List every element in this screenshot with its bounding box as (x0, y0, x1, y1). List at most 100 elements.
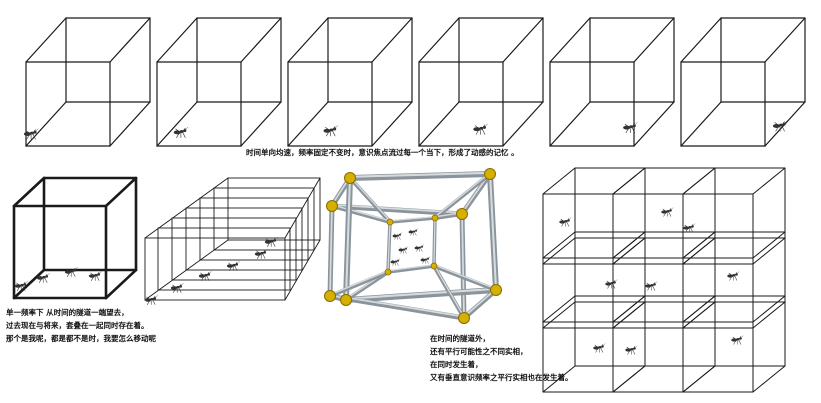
tesseract-joint (325, 291, 336, 302)
ant-figure (473, 124, 487, 135)
grid-cube-edge (543, 296, 575, 322)
bold-cube-edge (106, 178, 136, 206)
ant-body (645, 284, 651, 287)
grid-cube-edge (753, 366, 785, 392)
sequence-cube-edge (288, 18, 328, 62)
tesseract-joint (491, 285, 502, 296)
grid-cube-edge (683, 238, 715, 264)
ant-leg (601, 348, 603, 353)
sequence-cube-edge (419, 102, 459, 146)
ant-leg (237, 261, 239, 263)
ant-body (171, 286, 177, 290)
ant-leg (406, 246, 408, 248)
sequence-cube-edge (372, 18, 412, 62)
ant-body (625, 348, 631, 351)
ant-leg (185, 127, 188, 130)
ant-figure (421, 256, 431, 263)
tesseract-tube (388, 266, 434, 272)
tunnel-frame (172, 218, 296, 280)
ant-leg (741, 336, 743, 338)
ant-figure (399, 246, 409, 253)
tunnel-frame (145, 238, 285, 300)
ant-leg (36, 129, 39, 132)
ant-figure (324, 125, 338, 136)
tesseract (325, 169, 502, 324)
ant-figure (605, 280, 617, 289)
ant-leg (422, 244, 424, 246)
tesseract-joint (345, 173, 356, 184)
ant-figure (174, 127, 188, 138)
ant-leg (428, 256, 430, 258)
ant-leg (73, 272, 75, 277)
ant-body (727, 274, 733, 277)
ant-figure (171, 283, 184, 293)
ant-body (227, 264, 233, 268)
ant-body (174, 130, 181, 134)
ant-figure (255, 249, 268, 259)
sequence-cube-edge (372, 102, 412, 146)
ant-leg (181, 283, 183, 285)
ant-leg (263, 254, 265, 259)
ant-leg (415, 232, 417, 236)
ant-figure (727, 272, 739, 281)
grid-cube-edge (613, 296, 645, 322)
ant-leg (653, 286, 655, 291)
ant-figure (227, 261, 240, 271)
ant-body (391, 261, 396, 264)
ant-figure (623, 122, 637, 133)
ant-leg (603, 344, 605, 346)
ant-leg (25, 281, 27, 283)
ant-leg (400, 232, 402, 234)
ant-leg (671, 208, 673, 210)
ant-leg (635, 122, 638, 125)
caption-right: 在时间的隧道外， 还有平行可能性之不同实相， 在同时发生着， 又有垂直意识频率之… (430, 332, 573, 384)
ant-leg (485, 124, 488, 127)
ant-leg (569, 218, 571, 220)
ant-figure (199, 271, 212, 281)
sequence-cube-edge (110, 102, 150, 146)
cube-grid (543, 168, 785, 392)
grid-cube-edge (613, 238, 645, 264)
ant-body (661, 210, 667, 213)
ant-figure (661, 208, 673, 217)
sequence-cube-edge (288, 102, 328, 146)
ant-body (265, 240, 271, 244)
grid-cube-edge (753, 296, 785, 322)
ant-leg (482, 129, 485, 134)
cube-sequence (24, 18, 805, 146)
grid-cube-edge (683, 302, 715, 328)
ant-body (65, 270, 71, 274)
ant-body (605, 282, 611, 285)
ant-leg (399, 236, 401, 240)
ant-figure (731, 336, 743, 345)
ant-leg (99, 271, 101, 273)
sequence-cube-edge (634, 18, 674, 62)
ant-body (145, 298, 151, 302)
tunnel-frame (228, 178, 320, 240)
caption-left-line: 那个是我呢，都是都不是时，我要怎么移动呢 (6, 332, 156, 345)
bold-cube (14, 178, 136, 298)
ant-leg (397, 262, 399, 266)
sequence-cube-edge (110, 18, 150, 62)
ant-body (421, 259, 426, 262)
tesseract-joint (341, 295, 352, 306)
sequence-cube-edge (241, 18, 281, 62)
tesseract-joint (385, 269, 391, 275)
tesseract-tube (346, 290, 496, 300)
ant-leg (567, 222, 569, 227)
ant-leg (739, 340, 741, 345)
ant-figure (393, 232, 403, 239)
ant-leg (153, 300, 155, 305)
ant-leg (693, 224, 695, 226)
grid-cube-edge (753, 302, 785, 328)
ant-leg (615, 280, 617, 282)
ant-leg (209, 271, 211, 273)
caption-left: 单一频率下 从时间的隧道一端望去， 过去现在与将来，套叠在一起同时存在着。 那个… (6, 306, 156, 345)
ant-leg (333, 131, 336, 136)
sequence-cube-edge (681, 18, 721, 62)
ant-leg (155, 295, 157, 297)
ant-figure (391, 258, 401, 265)
ant-figure (625, 346, 637, 355)
ant-body (473, 127, 480, 131)
ant-leg (45, 278, 47, 283)
